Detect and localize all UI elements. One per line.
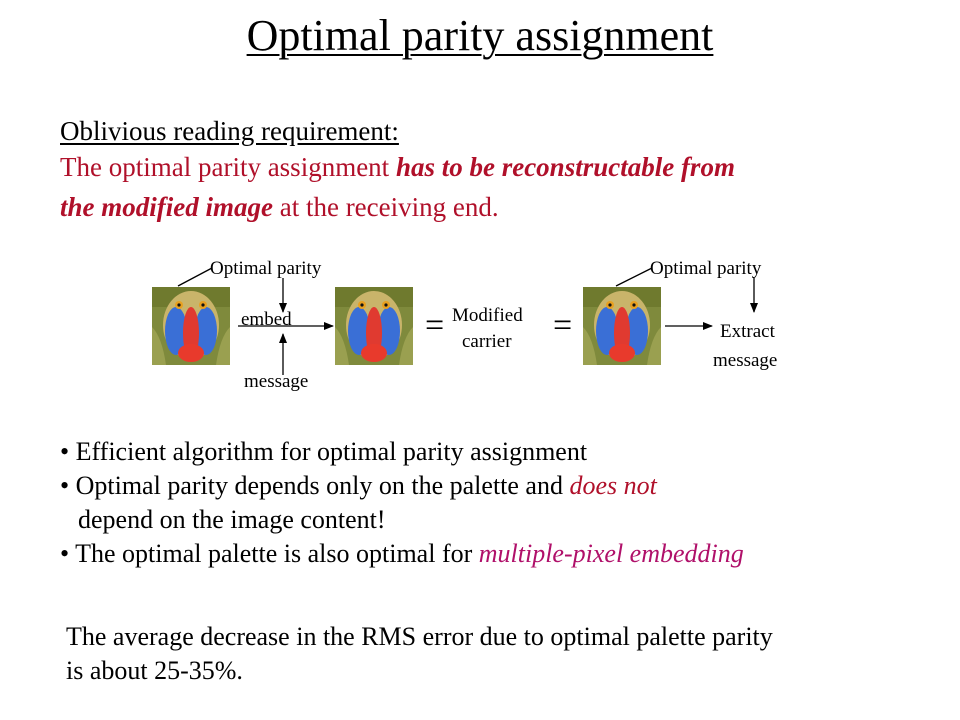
bullet-2-continuation: depend on the image content! <box>78 505 386 534</box>
mandrill-image-embedded <box>335 287 413 365</box>
requirement-line-1: The optimal parity assignment has to be … <box>60 152 735 183</box>
bullet-3-prefix: • The optimal palette is also optimal fo… <box>60 539 479 568</box>
label-extract: Extract <box>720 321 775 342</box>
link-line-1 <box>177 267 213 287</box>
equals-sign-1: = <box>425 307 445 344</box>
bullet-2-emphasis: does not <box>569 471 657 500</box>
page-title: Optimal parity assignment <box>246 11 714 60</box>
closing-line-1: The average decrease in the RMS error du… <box>66 622 773 651</box>
label-carrier: carrier <box>462 331 512 352</box>
bullet-2-prefix: • Optimal parity depends only on the pal… <box>60 471 570 500</box>
mandrill-image-original <box>152 287 230 365</box>
label-optimal-parity-2: Optimal parity <box>650 258 762 279</box>
requirement-line-2-suffix: at the receiving end. <box>272 192 499 222</box>
label-message-out: message <box>713 350 778 371</box>
label-optimal-parity-1: Optimal parity <box>210 258 322 279</box>
requirement-line-1-emphasis: has to be reconstructable from <box>395 152 735 182</box>
label-embed: embed <box>241 309 292 330</box>
mandrill-image-received <box>583 287 661 365</box>
requirement-line-2: the modified image at the receiving end. <box>60 192 499 223</box>
bullet-list: • Efficient algorithm for optimal parity… <box>60 435 744 571</box>
bullet-3: • The optimal palette is also optimal fo… <box>60 537 744 571</box>
link-line-2 <box>615 267 653 287</box>
label-modified: Modified <box>452 305 523 326</box>
bullet-3-emphasis: multiple-pixel embedding <box>478 539 744 568</box>
bullet-1: • Efficient algorithm for optimal parity… <box>60 437 588 466</box>
closing-paragraph: The average decrease in the RMS error du… <box>66 620 773 688</box>
bullet-2: • Optimal parity depends only on the pal… <box>60 469 744 503</box>
closing-line-2: is about 25-35%. <box>66 656 243 685</box>
requirement-line-2-emphasis: the modified image <box>60 192 273 222</box>
requirement-line-1-prefix: The optimal parity assignment <box>60 152 396 182</box>
requirement-heading: Oblivious reading requirement: <box>60 116 399 146</box>
label-message-in: message <box>244 371 309 392</box>
equals-sign-2: = <box>553 307 573 344</box>
